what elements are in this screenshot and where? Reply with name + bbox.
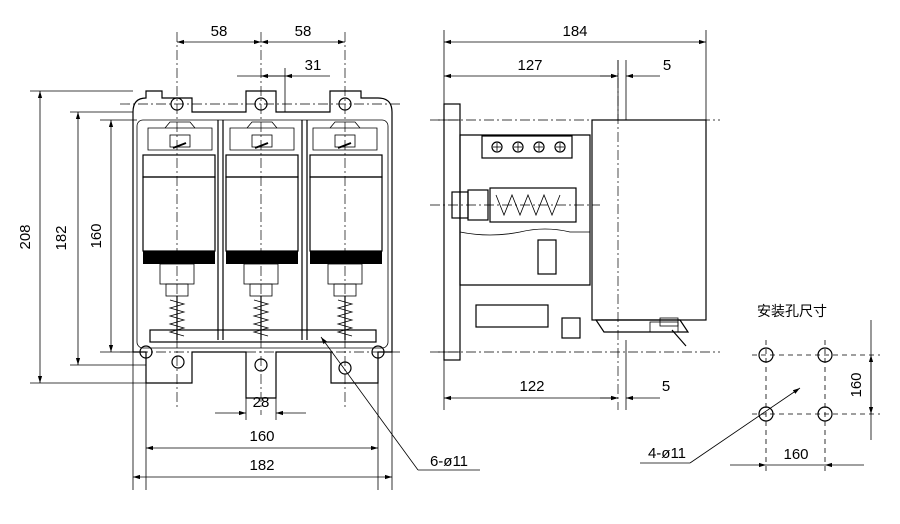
front-bottom-holes bbox=[139, 345, 385, 375]
dim-31: 31 bbox=[305, 57, 322, 74]
front-view: 58 58 31 208 182 160 28 160 182 bbox=[17, 23, 480, 490]
hole-callout-front: 6-ø11 bbox=[430, 453, 468, 470]
pole-left bbox=[142, 121, 216, 340]
dim-160-horizontal: 160 bbox=[249, 428, 274, 445]
dim-160-mounting-vertical: 160 bbox=[848, 372, 865, 397]
dim-28: 28 bbox=[253, 394, 270, 411]
dim-182-horizontal: 182 bbox=[249, 457, 274, 474]
dim-58-left: 58 bbox=[211, 23, 228, 40]
dim-58-right: 58 bbox=[295, 23, 312, 40]
dim-184: 184 bbox=[562, 23, 587, 40]
dim-160-mounting-horizontal: 160 bbox=[783, 446, 808, 463]
dim-182-vertical: 182 bbox=[53, 225, 70, 250]
dim-160-vertical: 160 bbox=[88, 223, 105, 248]
side-view: 184 127 5 122 5 bbox=[430, 23, 720, 410]
dim-127: 127 bbox=[517, 57, 542, 74]
dim-5-top: 5 bbox=[663, 57, 671, 74]
dim-122: 122 bbox=[519, 378, 544, 395]
mounting-title: 安装孔尺寸 bbox=[757, 304, 827, 320]
pole-right bbox=[309, 121, 383, 340]
hole-callout-mounting: 4-ø11 bbox=[648, 445, 686, 462]
dim-5-bottom: 5 bbox=[662, 378, 670, 395]
dim-208: 208 bbox=[17, 224, 34, 249]
pole-middle bbox=[225, 121, 299, 340]
mounting-hole-layout: 安装孔尺寸 160 160 4-ø11 bbox=[640, 304, 880, 472]
